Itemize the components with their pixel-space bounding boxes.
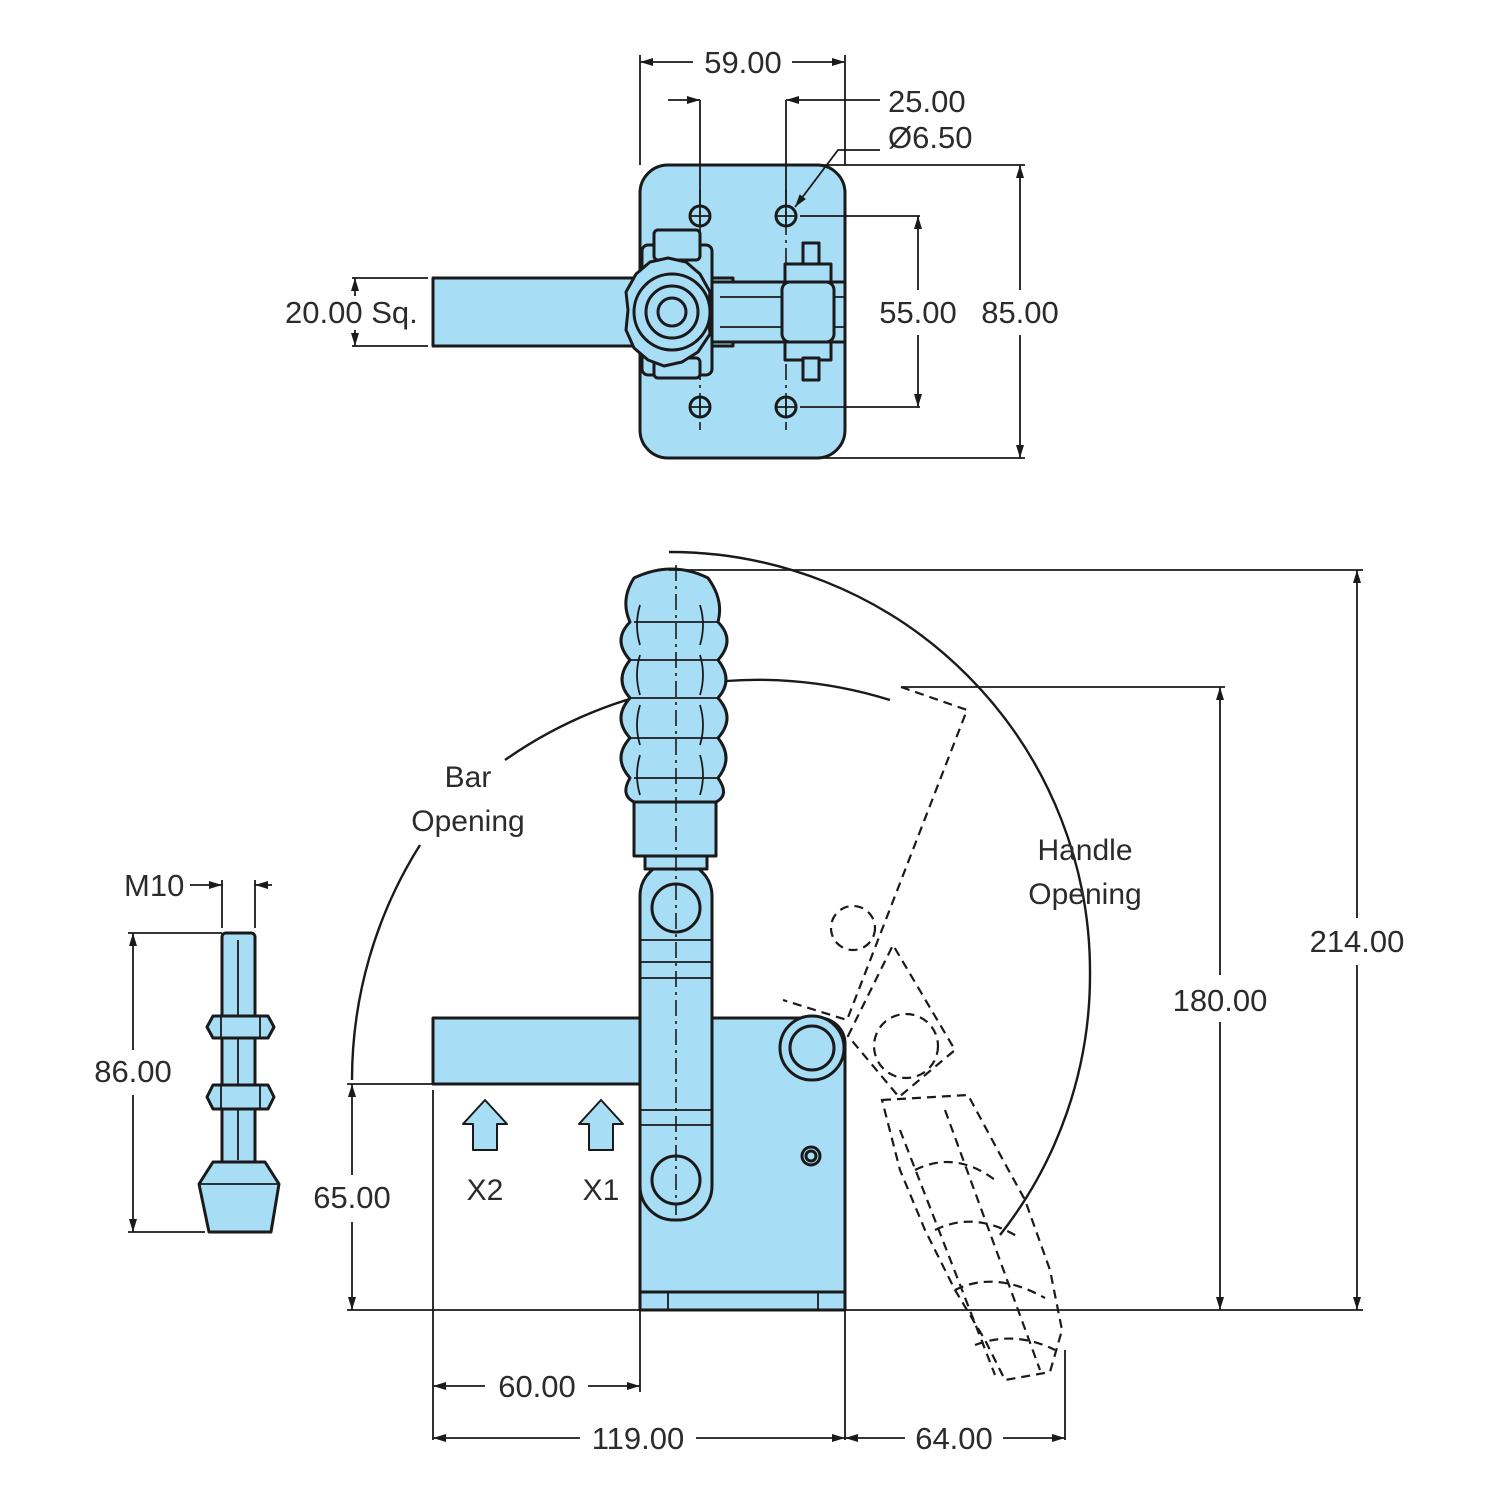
dim-bar-height: 65.00 bbox=[313, 1180, 391, 1215]
front-view: X2 X1 Bar Opening Handle Opening 65.00 6… bbox=[313, 550, 1405, 1456]
dim-bar-square: 20.00 Sq. bbox=[285, 295, 418, 330]
handle-grip bbox=[619, 567, 729, 804]
dim-handle-reach: 64.00 bbox=[915, 1421, 993, 1456]
label-handle-opening-line2: Opening bbox=[1028, 878, 1141, 911]
x2-arrow bbox=[462, 1099, 508, 1151]
top-view: 59.00 25.00 Ø6.50 20.00 Sq. 55.00 85.00 bbox=[285, 45, 1059, 460]
dim-spindle-length: 86.00 bbox=[94, 1054, 172, 1089]
clamp-bar bbox=[431, 1016, 642, 1086]
dim-open-height: 180.00 bbox=[1173, 983, 1268, 1018]
grip-collar bbox=[632, 798, 718, 858]
dim-overall-length: 119.00 bbox=[592, 1421, 685, 1456]
dim-overall-height: 214.00 bbox=[1310, 924, 1405, 959]
x1-arrow bbox=[578, 1099, 624, 1151]
label-handle-opening-line1: Handle bbox=[1037, 834, 1132, 867]
dim-base-height: 85.00 bbox=[981, 295, 1059, 330]
dim-bar-reach: 60.00 bbox=[498, 1369, 576, 1404]
spindle: M10 86.00 bbox=[94, 868, 281, 1234]
dim-spindle-thread: M10 bbox=[124, 868, 184, 903]
dim-top-width: 59.00 bbox=[704, 45, 782, 80]
dim-hole-spacing-y: 55.00 bbox=[879, 295, 957, 330]
pivot-knob bbox=[624, 256, 712, 368]
label-bar-opening-line2: Opening bbox=[411, 805, 524, 838]
mounting-holes bbox=[688, 190, 920, 430]
label-bar-opening-line1: Bar bbox=[445, 761, 492, 794]
dim-hole-spacing-x: 25.00 bbox=[888, 84, 966, 119]
label-x1: X1 bbox=[583, 1174, 620, 1207]
handle-opening-arc bbox=[668, 550, 1092, 976]
open-position bbox=[782, 685, 1064, 1382]
dim-hole-diameter: Ø6.50 bbox=[888, 120, 972, 155]
label-x2: X2 bbox=[467, 1174, 504, 1207]
